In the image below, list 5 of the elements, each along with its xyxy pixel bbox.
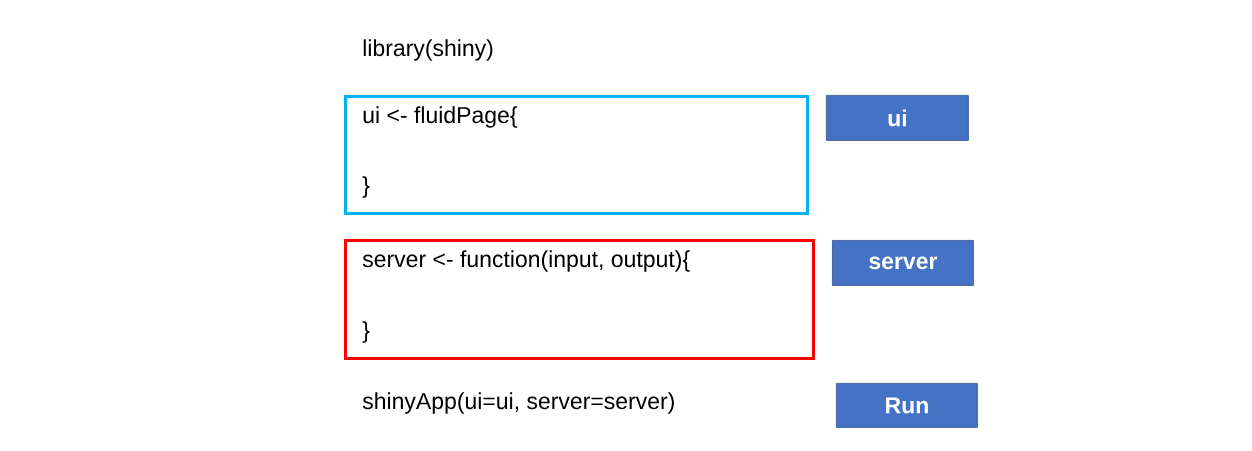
code-line: library(shiny) bbox=[363, 39, 493, 61]
button: server bbox=[832, 240, 974, 286]
code-line: shinyApp(ui=ui, server=server) bbox=[362, 392, 674, 414]
button: ui bbox=[826, 95, 969, 141]
button: Run bbox=[836, 383, 978, 428]
